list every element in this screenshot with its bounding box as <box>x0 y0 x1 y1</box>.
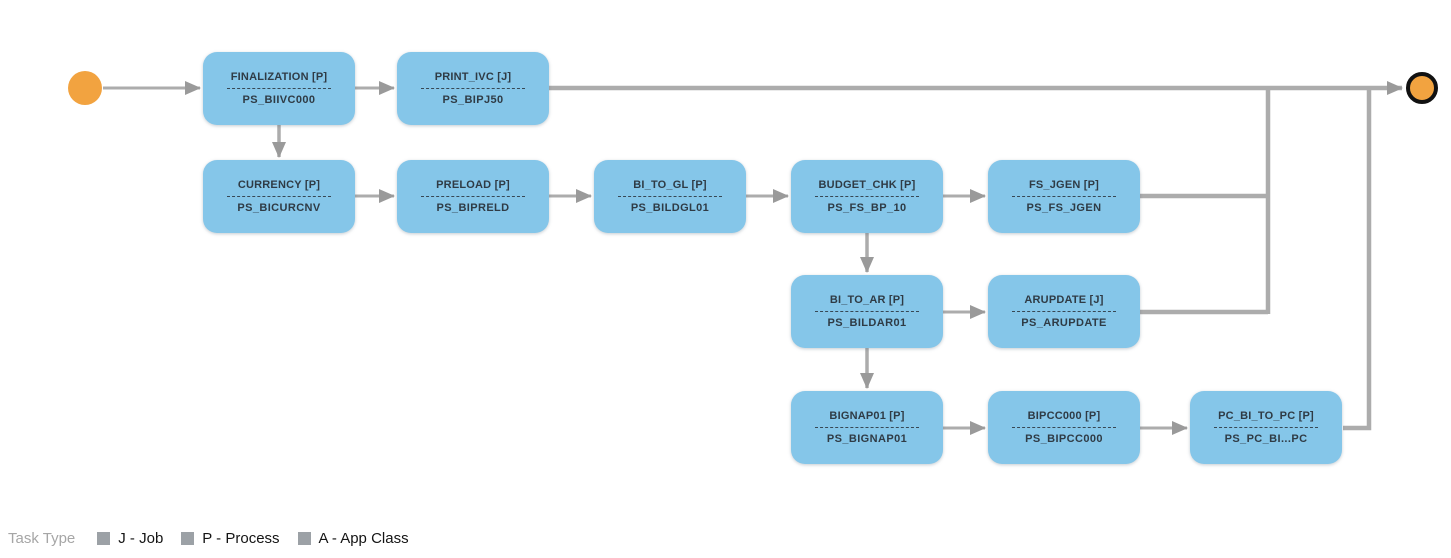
start-node <box>68 71 102 105</box>
legend-item-label: A - App Class <box>318 530 409 547</box>
node-separator <box>421 196 525 197</box>
legend-square-icon <box>181 532 195 545</box>
flow-node-fs-jgen[interactable]: FS_JGEN [P] PS_FS_JGEN <box>988 160 1140 233</box>
flow-node-budget-chk[interactable]: BUDGET_CHK [P] PS_FS_BP_10 <box>791 160 943 233</box>
node-separator <box>815 311 919 312</box>
task-type-legend: Task Type J - Job P - Process A - App Cl… <box>8 530 427 547</box>
node-title: BIPCC000 [P] <box>1027 410 1101 422</box>
node-title: BIGNAP01 [P] <box>829 410 905 422</box>
flow-node-bi-to-ar[interactable]: BI_TO_AR [P] PS_BILDAR01 <box>791 275 943 348</box>
node-separator <box>815 196 919 197</box>
flow-node-preload[interactable]: PRELOAD [P] PS_BIPRELD <box>397 160 549 233</box>
flow-node-arupdate[interactable]: ARUPDATE [J] PS_ARUPDATE <box>988 275 1140 348</box>
node-subtitle: PS_BIIVC000 <box>242 94 316 106</box>
node-separator <box>618 196 722 197</box>
node-title: FS_JGEN [P] <box>1028 179 1100 191</box>
end-node <box>1406 72 1438 104</box>
node-title: FINALIZATION [P] <box>230 71 328 83</box>
flow-node-currency[interactable]: CURRENCY [P] PS_BICURCNV <box>203 160 355 233</box>
node-subtitle: PS_BIPJ50 <box>442 94 504 106</box>
node-separator <box>227 196 331 197</box>
node-separator <box>815 427 919 428</box>
legend-item-process: P - Process <box>181 530 280 547</box>
node-separator <box>1012 196 1116 197</box>
flow-node-print-ivc[interactable]: PRINT_IVC [J] PS_BIPJ50 <box>397 52 549 125</box>
flow-node-bignap01[interactable]: BIGNAP01 [P] PS_BIGNAP01 <box>791 391 943 464</box>
flow-node-bi-to-gl[interactable]: BI_TO_GL [P] PS_BILDGL01 <box>594 160 746 233</box>
node-separator <box>227 88 331 89</box>
legend-square-icon <box>297 532 311 545</box>
edge-pc-bi-to-pc-to-trunk2 <box>1343 86 1372 431</box>
legend-item-label: J - Job <box>118 530 164 547</box>
node-subtitle: PS_FS_JGEN <box>1026 202 1102 214</box>
node-title: PRINT_IVC [J] <box>434 71 512 83</box>
node-subtitle: PS_BIPCC000 <box>1025 433 1103 445</box>
node-subtitle: PS_BICURCNV <box>237 202 321 214</box>
node-subtitle: PS_ARUPDATE <box>1021 317 1107 329</box>
node-separator <box>1012 311 1116 312</box>
node-subtitle: PS_FS_BP_10 <box>827 202 907 214</box>
legend-square-icon <box>97 532 111 545</box>
node-subtitle: PS_BILDAR01 <box>827 317 907 329</box>
flow-node-finalization[interactable]: FINALIZATION [P] PS_BIIVC000 <box>203 52 355 125</box>
node-title: PRELOAD [P] <box>436 179 510 191</box>
node-subtitle: PS_PC_BI...PC <box>1224 433 1308 445</box>
node-subtitle: PS_BIPRELD <box>436 202 510 214</box>
node-title: BI_TO_AR [P] <box>829 294 905 306</box>
flow-node-pc-bi-to-pc[interactable]: PC_BI_TO_PC [P] PS_PC_BI...PC <box>1190 391 1342 464</box>
node-title: CURRENCY [P] <box>237 179 321 191</box>
node-title: ARUPDATE [J] <box>1024 294 1104 306</box>
node-subtitle: PS_BILDGL01 <box>630 202 710 214</box>
node-separator <box>1214 427 1318 428</box>
node-separator <box>1012 427 1116 428</box>
node-subtitle: PS_BIGNAP01 <box>826 433 908 445</box>
legend-title: Task Type <box>8 530 76 547</box>
flow-node-bipcc000[interactable]: BIPCC000 [P] PS_BIPCC000 <box>988 391 1140 464</box>
legend-item-app-class: A - App Class <box>297 530 409 547</box>
node-title: BUDGET_CHK [P] <box>818 179 916 191</box>
legend-item-label: P - Process <box>202 530 280 547</box>
node-title: BI_TO_GL [P] <box>633 179 707 191</box>
node-title: PC_BI_TO_PC [P] <box>1218 410 1314 422</box>
legend-item-job: J - Job <box>97 530 163 547</box>
node-separator <box>421 88 525 89</box>
